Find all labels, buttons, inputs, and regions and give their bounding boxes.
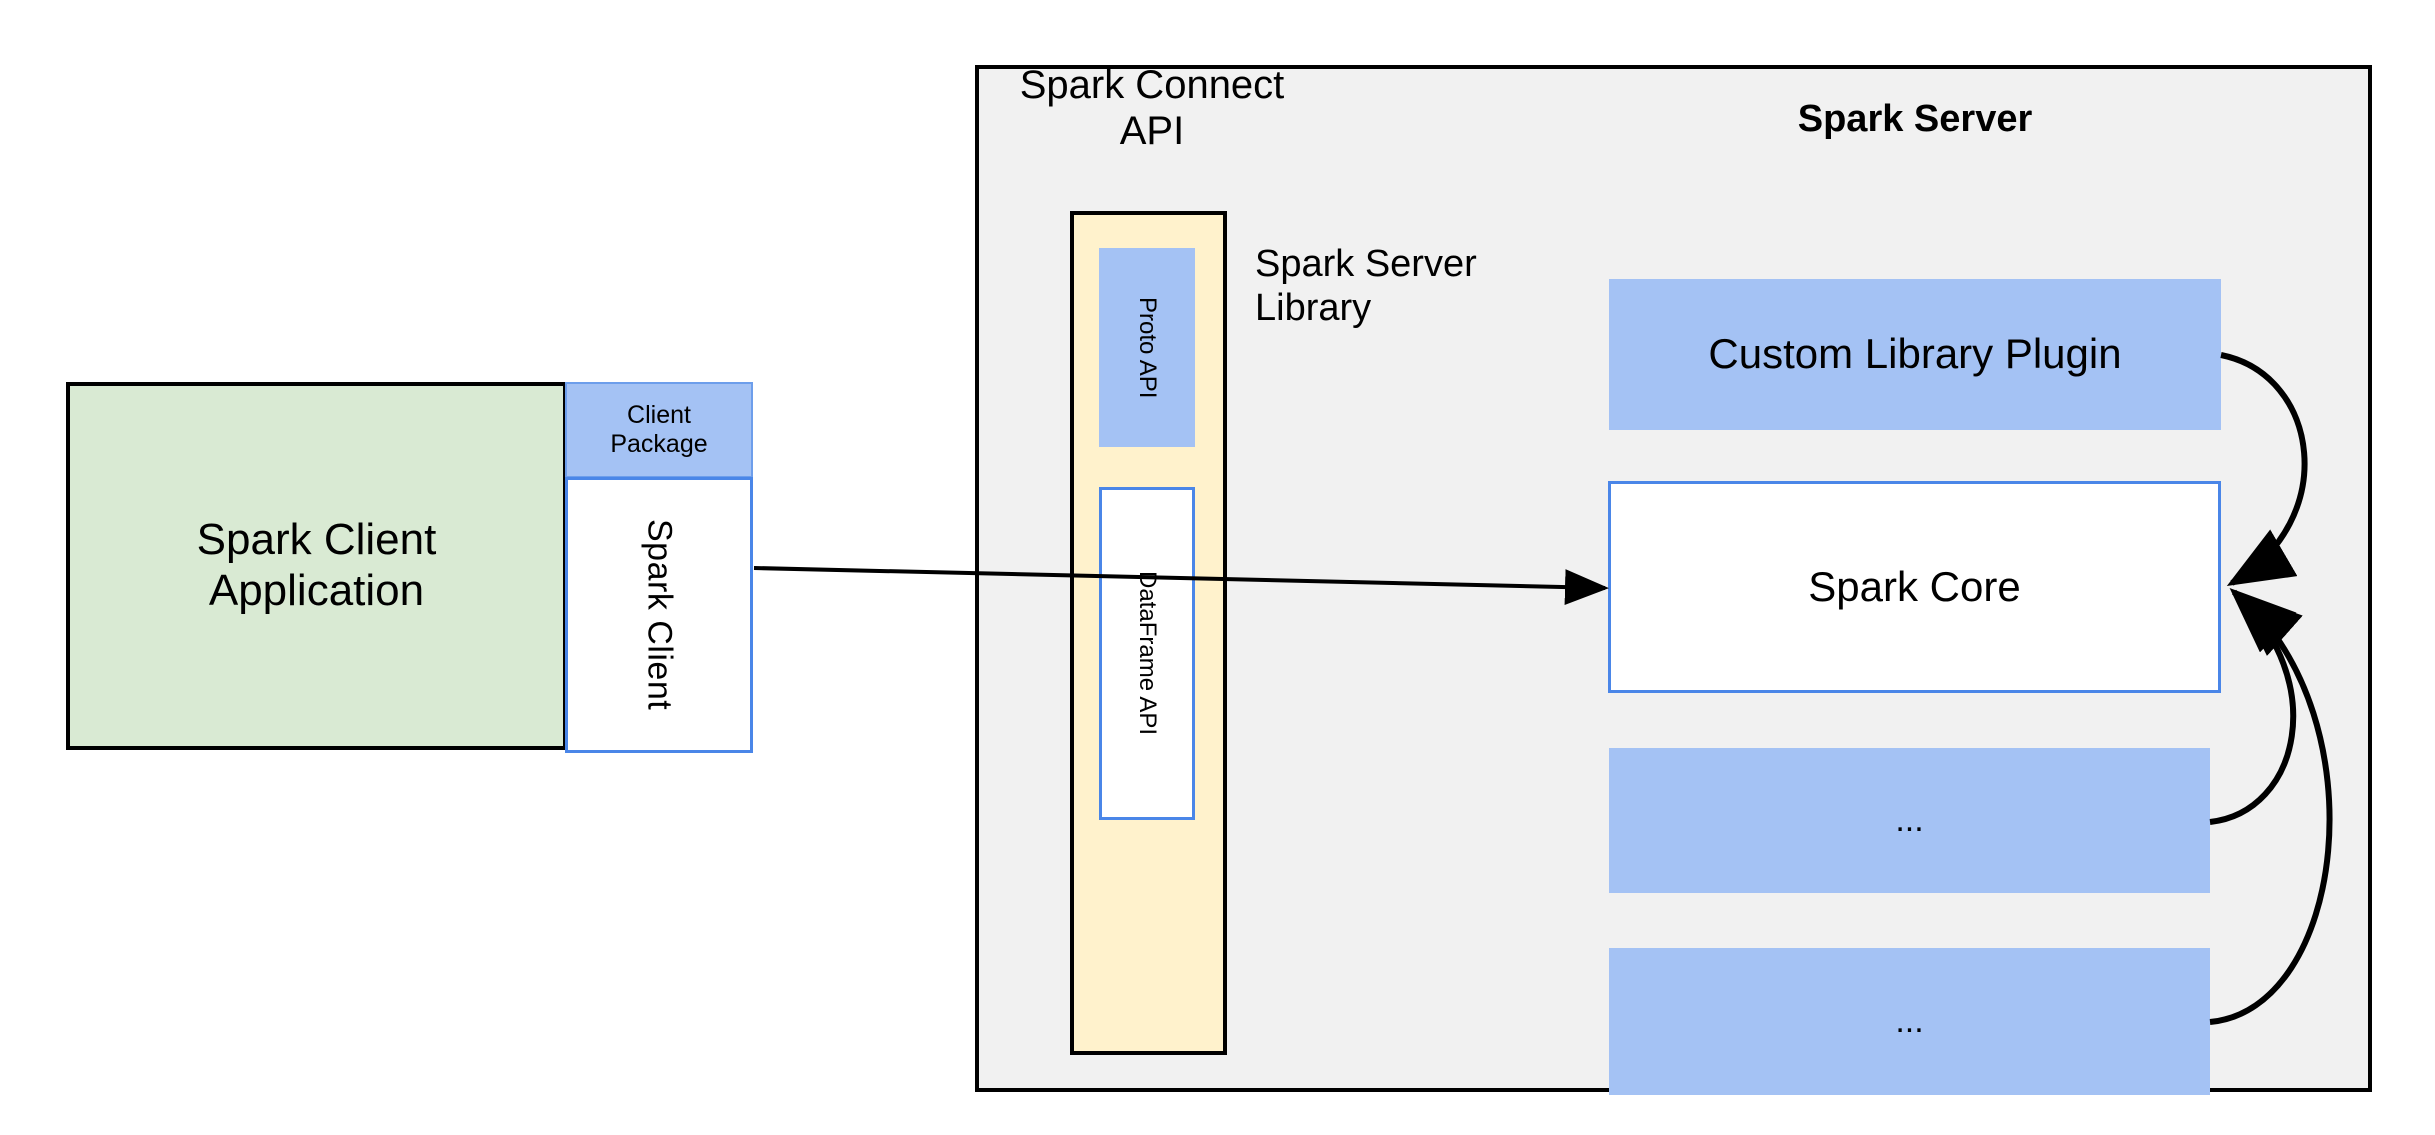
spark-server-title: Spark Server bbox=[1797, 98, 2033, 141]
proto-api-box: Proto API bbox=[1099, 248, 1195, 447]
client-package-box: Client Package bbox=[565, 382, 753, 478]
ellipsis-box-2: ... bbox=[1609, 948, 2210, 1095]
spark-client-application-box: Spark Client Application bbox=[66, 382, 567, 750]
spark-connect-api-label: Spark Connect API bbox=[1019, 63, 1285, 153]
spark-client-label: Spark Client bbox=[640, 519, 679, 711]
ellipsis-box-1: ... bbox=[1609, 748, 2210, 893]
proto-api-label: Proto API bbox=[1133, 296, 1161, 399]
spark-core-box: Spark Core bbox=[1608, 481, 2221, 693]
spark-server-library-label: Spark Server Library bbox=[1255, 243, 1477, 329]
dataframe-api-box: DataFrame API bbox=[1099, 487, 1195, 820]
custom-library-plugin-box: Custom Library Plugin bbox=[1609, 279, 2221, 430]
spark-client-application-label: Spark Client Application bbox=[196, 515, 437, 615]
client-package-label: Client Package bbox=[610, 401, 708, 458]
spark-client-box: Spark Client bbox=[565, 477, 753, 753]
dataframe-api-label: DataFrame API bbox=[1133, 571, 1161, 736]
